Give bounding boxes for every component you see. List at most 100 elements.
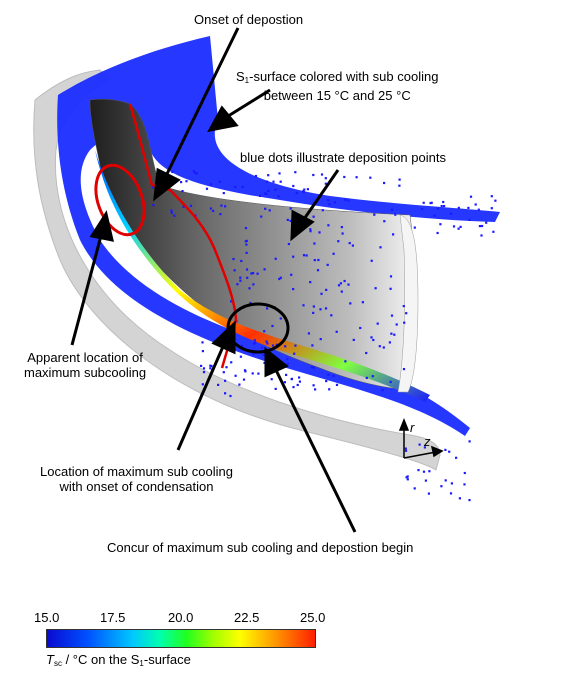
- deposition-dot: [192, 170, 195, 173]
- deposition-dot: [405, 312, 408, 315]
- deposition-dot: [218, 180, 221, 183]
- dots-label: blue dots illustrate deposition points: [240, 150, 446, 165]
- deposition-dot: [351, 244, 354, 247]
- deposition-dot: [173, 214, 176, 217]
- deposition-dot: [402, 305, 405, 308]
- deposition-dot: [279, 317, 282, 320]
- deposition-dot: [194, 214, 197, 217]
- blade-trailing-edge: [397, 214, 419, 393]
- deposition-dot: [209, 367, 212, 370]
- deposition-dot: [327, 373, 330, 376]
- deposition-dot: [405, 476, 408, 479]
- deposition-dot: [371, 375, 374, 378]
- deposition-dot: [344, 360, 347, 363]
- deposition-dot: [234, 186, 237, 189]
- deposition-dot: [311, 366, 314, 369]
- deposition-dot: [480, 234, 483, 237]
- deposition-dot: [413, 226, 416, 229]
- deposition-dot: [374, 287, 377, 290]
- deposition-dot: [390, 332, 393, 335]
- deposition-dot: [309, 281, 312, 284]
- colorbar: [46, 629, 316, 648]
- deposition-dot: [365, 351, 368, 355]
- deposition-dot: [381, 389, 384, 392]
- deposition-dot: [222, 371, 225, 374]
- colorbar-caption: Tsc / °C on the S1-surface: [46, 652, 191, 668]
- apparent-arrow-head: [89, 210, 114, 242]
- deposition-dot: [347, 199, 350, 202]
- deposition-dot: [286, 362, 289, 365]
- deposition-dot: [321, 209, 324, 212]
- deposition-dot: [325, 288, 328, 291]
- caption-rest: / °C on the S: [61, 652, 140, 667]
- deposition-dot: [209, 183, 213, 186]
- deposition-dot: [259, 194, 262, 197]
- deposition-dot: [200, 364, 203, 367]
- deposition-dot: [324, 182, 327, 185]
- colorbar-tick: 20.0: [168, 610, 194, 625]
- deposition-dot: [222, 192, 225, 195]
- deposition-dot: [274, 387, 277, 390]
- deposition-dot: [307, 332, 310, 335]
- deposition-dot: [312, 305, 315, 308]
- deposition-dot: [318, 231, 321, 234]
- deposition-dot: [251, 372, 254, 375]
- apparent-arrow: [70, 231, 104, 346]
- deposition-dot: [244, 370, 247, 373]
- deposition-dot: [365, 376, 368, 379]
- dots-arrow-head: [290, 209, 315, 242]
- deposition-dot: [402, 368, 406, 371]
- deposition-dot: [151, 186, 154, 189]
- deposition-dot: [268, 209, 271, 212]
- deposition-dot: [477, 208, 480, 211]
- deposition-dot: [423, 446, 426, 449]
- deposition-dot: [233, 269, 236, 272]
- deposition-dot: [303, 188, 306, 191]
- deposition-dot: [240, 344, 244, 347]
- deposition-dot: [478, 225, 481, 228]
- deposition-dot: [330, 314, 333, 317]
- colorbar-tick: 17.5: [100, 610, 126, 625]
- deposition-dot: [324, 177, 327, 180]
- deposition-dot: [463, 483, 466, 486]
- location-arrow: [176, 341, 227, 451]
- deposition-dot: [266, 307, 269, 310]
- location-arrow-head: [211, 320, 236, 355]
- deposition-dot: [170, 211, 173, 214]
- deposition-dot: [319, 338, 322, 341]
- deposition-dot: [349, 302, 352, 305]
- deposition-dot: [379, 246, 382, 249]
- deposition-dot: [326, 263, 329, 266]
- deposition-dot: [239, 279, 242, 282]
- deposition-dot: [320, 292, 323, 295]
- s1-arrow: [224, 88, 271, 120]
- deposition-dot: [439, 223, 442, 226]
- deposition-dot: [335, 330, 338, 333]
- deposition-dot: [404, 447, 407, 450]
- deposition-dot: [283, 381, 286, 384]
- s1-label-line2: between 15 °C and 25 °C: [263, 88, 411, 103]
- deposition-dot: [457, 227, 460, 230]
- deposition-dot: [430, 201, 433, 204]
- deposition-dot: [335, 383, 339, 386]
- deposition-dot: [266, 342, 269, 345]
- concur-arrow: [273, 367, 357, 533]
- deposition-dot: [239, 276, 242, 279]
- deposition-dot: [267, 189, 270, 192]
- deposition-dot: [433, 214, 436, 217]
- deposition-dot: [249, 301, 252, 305]
- deposition-dot: [265, 192, 268, 195]
- deposition-dot: [327, 224, 330, 227]
- deposition-dot: [264, 207, 267, 210]
- deposition-dot: [394, 213, 397, 216]
- deposition-dot: [352, 338, 355, 341]
- deposition-dot: [313, 242, 316, 245]
- deposition-dot: [236, 283, 239, 286]
- deposition-dot: [298, 376, 301, 379]
- deposition-dot: [209, 207, 212, 210]
- deposition-dot: [230, 361, 233, 364]
- deposition-dot: [392, 233, 395, 236]
- deposition-dot: [261, 346, 264, 349]
- deposition-dot: [254, 174, 258, 178]
- deposition-dot: [428, 470, 431, 473]
